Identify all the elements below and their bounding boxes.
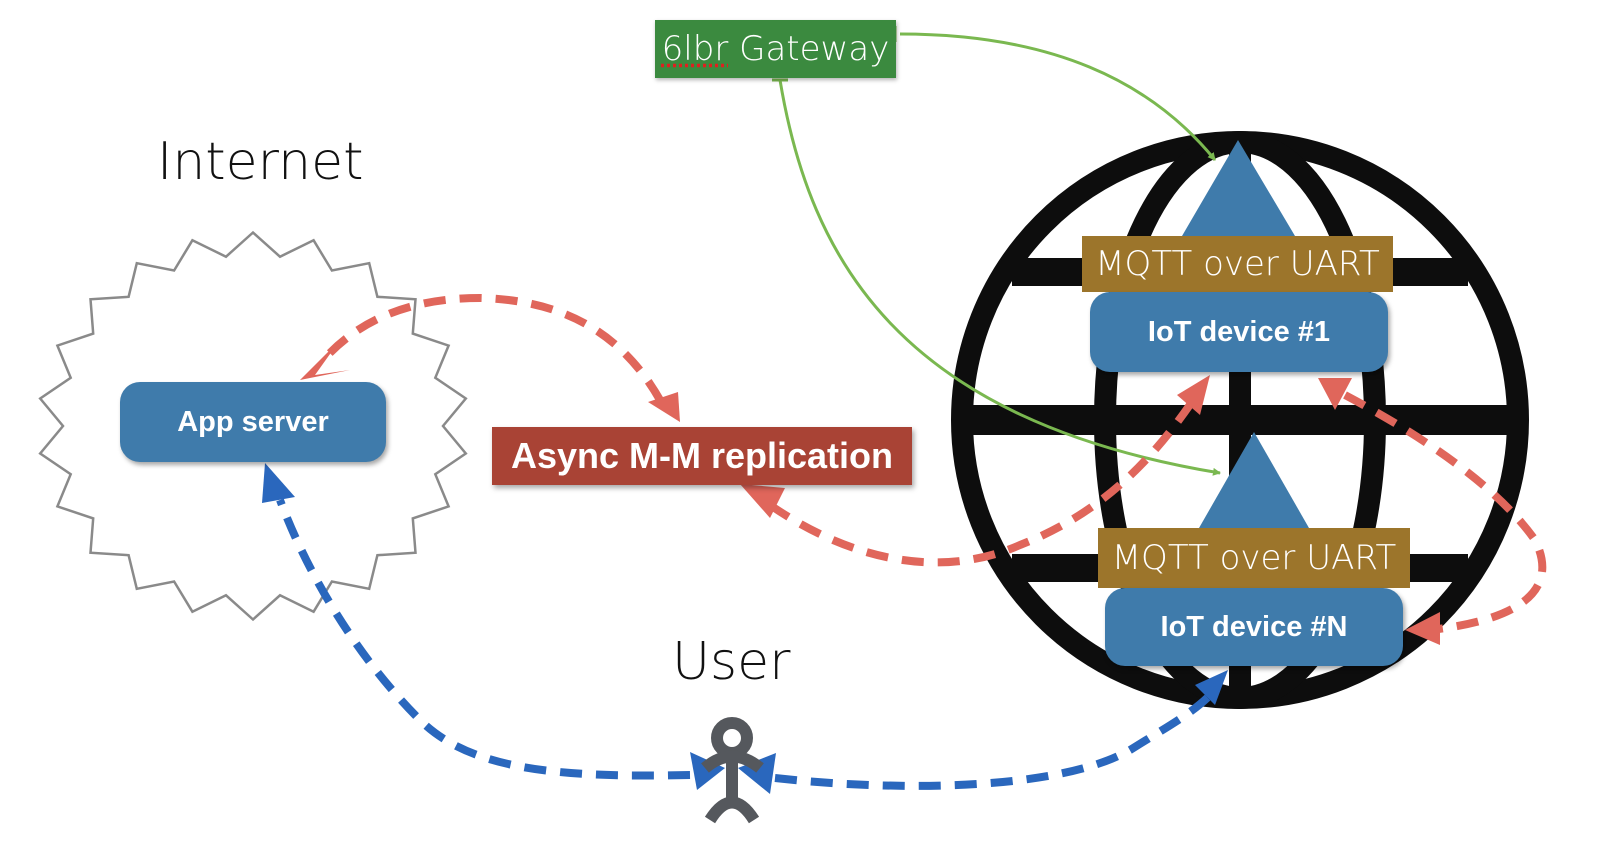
app-server-label: App server — [177, 405, 329, 438]
device-n-node[interactable]: IoT device #N — [1105, 588, 1403, 666]
gateway-label-rest: Gateway — [728, 29, 890, 69]
gateway-label-prefix: 6lbr — [661, 29, 729, 69]
device-1-to-device-n-link[interactable] — [1343, 391, 1547, 634]
user-label: User — [672, 632, 791, 692]
arrowhead-user-left — [690, 752, 725, 790]
device-1-antenna — [1182, 140, 1295, 236]
gateway-to-device-n-link[interactable] — [778, 79, 1221, 476]
gateway-node[interactable]: 6lbr Gateway — [655, 20, 896, 78]
arrowhead-device-1-right — [1318, 378, 1352, 410]
arrowhead-device-n-blue — [1195, 670, 1228, 705]
replication-label-box[interactable]: Async M-M replication — [492, 427, 912, 485]
arrowhead-user-right — [738, 753, 776, 794]
device-n-antenna — [1195, 432, 1313, 535]
arrowhead-app-server-blue — [262, 463, 295, 503]
device-1-protocol-badge: MQTT over UART — [1082, 236, 1393, 292]
gateway-to-device-1-link[interactable] — [899, 32, 1217, 161]
arrowhead-replication-bottom — [740, 484, 785, 518]
device-1-node[interactable]: IoT device #1 — [1090, 292, 1388, 372]
app-server-node[interactable]: App server — [120, 382, 386, 462]
user-to-device-n-link[interactable] — [774, 687, 1218, 790]
device-n-protocol-label: MQTT over UART — [1111, 538, 1397, 578]
arrowhead-device-1-left — [1177, 375, 1210, 415]
replication-to-app-server-link[interactable] — [322, 293, 664, 402]
device-1-label: IoT device #1 — [1147, 315, 1331, 348]
internet-label: Internet — [157, 132, 364, 192]
device-n-label: IoT device #N — [1160, 610, 1348, 643]
arrowhead-app-server — [300, 340, 350, 380]
device-n-protocol-badge: MQTT over UART — [1098, 528, 1410, 588]
replication-label: Async M-M replication — [510, 435, 894, 476]
user-icon — [701, 717, 764, 824]
replication-to-device-1-link[interactable] — [767, 387, 1204, 567]
device-1-protocol-label: MQTT over UART — [1095, 244, 1380, 284]
arrowhead-replication-top — [648, 392, 680, 422]
arrowhead-device-n — [1405, 612, 1440, 645]
